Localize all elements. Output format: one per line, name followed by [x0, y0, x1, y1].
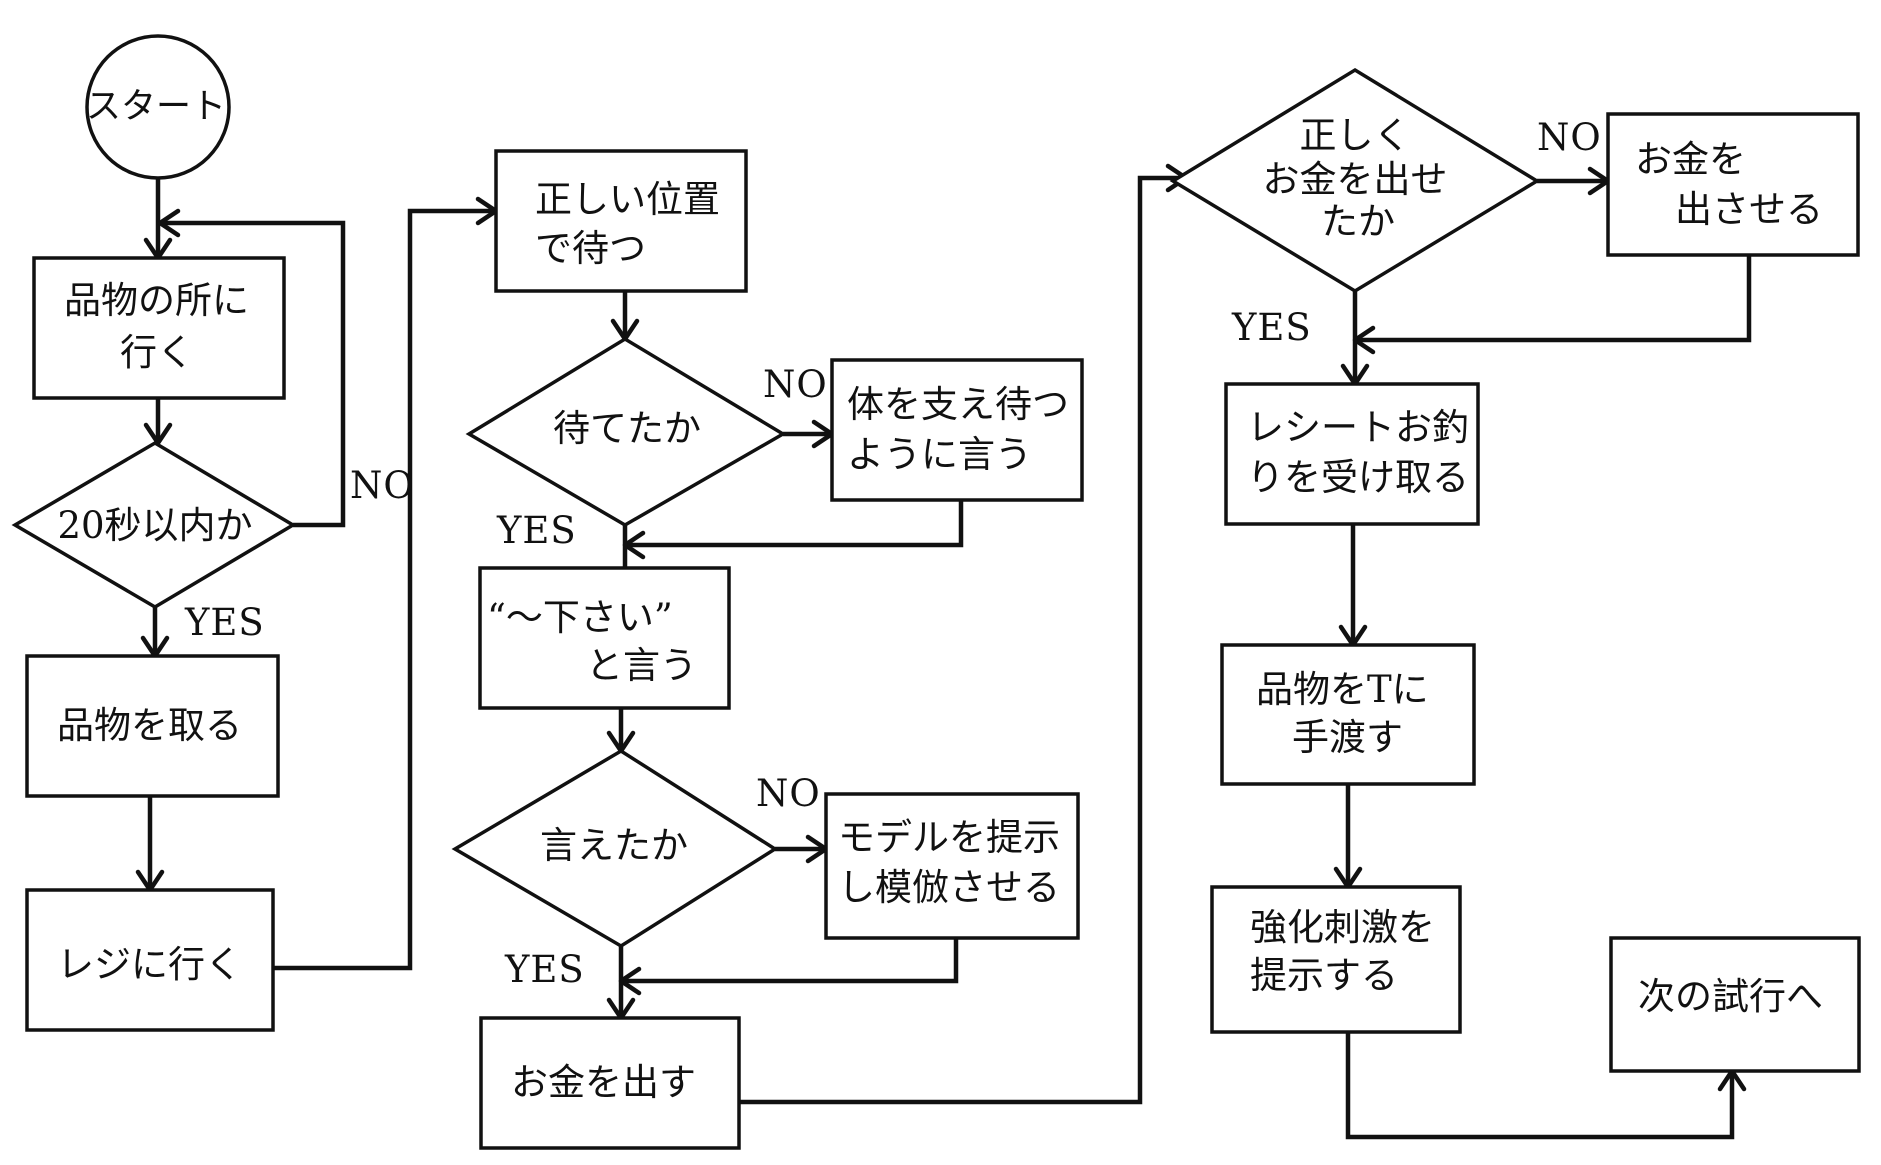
paid-label-3: たか	[1321, 200, 1395, 243]
hand-item-label-1: 品物をTに	[1256, 668, 1429, 711]
paid-no-label: NO	[1537, 116, 1602, 159]
support-wait-label-2: ように言う	[847, 433, 1032, 476]
receipt-label-2: りを受け取る	[1247, 456, 1469, 499]
wait-position-label-2: で待つ	[535, 227, 646, 270]
make-pay-label-2: 出させる	[1675, 188, 1823, 231]
said-label: 言えたか	[540, 824, 688, 867]
waited-no-label: NO	[763, 363, 828, 406]
start-terminal	[85, 34, 231, 180]
edge-register-to-wait	[273, 208, 496, 971]
waited-yes-label: YES	[496, 509, 577, 552]
paid-label-1: 正しく	[1300, 114, 1411, 157]
process-pay	[479, 1016, 741, 1150]
start-label: スタート	[86, 87, 226, 127]
process-say-please	[478, 566, 731, 710]
process-hand-item	[1220, 643, 1476, 786]
take-item-label: 品物を取る	[57, 704, 242, 747]
said-no-label: NO	[756, 772, 821, 815]
waited-label: 待てたか	[553, 407, 701, 450]
say-please-label-2: と言う	[586, 644, 697, 687]
decision-said	[451, 748, 779, 949]
go-item-label-2: 行く	[120, 331, 194, 374]
edge-labels: NO YES NO YES NO YES NO YES	[184, 116, 1602, 991]
pay-label: お金を出す	[511, 1061, 696, 1104]
edge-pay-to-paid	[739, 175, 1186, 1105]
said-yes-label: YES	[504, 948, 585, 991]
edge-makepay-return	[1355, 255, 1752, 343]
within20-no-label: NO	[350, 464, 415, 507]
process-go-item	[32, 256, 286, 400]
connectors	[135, 147, 1752, 1140]
process-model-imitate	[824, 792, 1080, 940]
paid-label-2: お金を出せ	[1263, 158, 1448, 201]
reinforce-label-2: 提示する	[1250, 954, 1398, 997]
go-register-label: レジに行く	[57, 943, 242, 986]
say-please-label-1: “〜下さい”	[487, 596, 673, 639]
node-labels: スタート 品物の所に 行く 20秒以内か 品物を取る レジに行く 正しい位置 で…	[57, 87, 1823, 1104]
next-trial-label: 次の試行へ	[1638, 975, 1823, 1018]
hand-item-label-2: 手渡す	[1292, 716, 1403, 759]
decision-waited	[465, 336, 787, 528]
paid-yes-label: YES	[1231, 306, 1312, 349]
process-wait-position	[494, 149, 748, 293]
edge-support-return	[625, 500, 964, 548]
within20-label: 20秒以内か	[57, 504, 252, 547]
reinforce-label-1: 強化刺激を	[1250, 906, 1435, 949]
process-support-wait	[830, 358, 1084, 502]
process-receipt	[1224, 382, 1480, 526]
support-wait-label-1: 体を支え待つ	[847, 383, 1069, 426]
edge-model-return	[621, 938, 959, 984]
wait-position-label-1: 正しい位置	[535, 178, 720, 221]
shapes	[11, 34, 1861, 1150]
within20-yes-label: YES	[184, 601, 265, 644]
process-go-register	[25, 888, 275, 1032]
process-make-pay	[1606, 112, 1860, 257]
model-imitate-label-1: モデルを提示	[838, 816, 1060, 859]
edge-within20-no-loop	[160, 220, 346, 528]
process-take-item	[25, 654, 280, 798]
terminal-next-trial	[1609, 936, 1861, 1073]
make-pay-label-1: お金を	[1635, 138, 1746, 181]
process-reinforce	[1210, 885, 1462, 1034]
receipt-label-1: レシートお釣	[1247, 406, 1469, 449]
decision-within20	[11, 440, 297, 610]
edge-reinforce-to-next	[1345, 1032, 1735, 1140]
decision-paid-correctly	[1169, 67, 1541, 294]
model-imitate-label-2: し模倣させる	[838, 866, 1060, 909]
go-item-label-1: 品物の所に	[64, 279, 249, 322]
